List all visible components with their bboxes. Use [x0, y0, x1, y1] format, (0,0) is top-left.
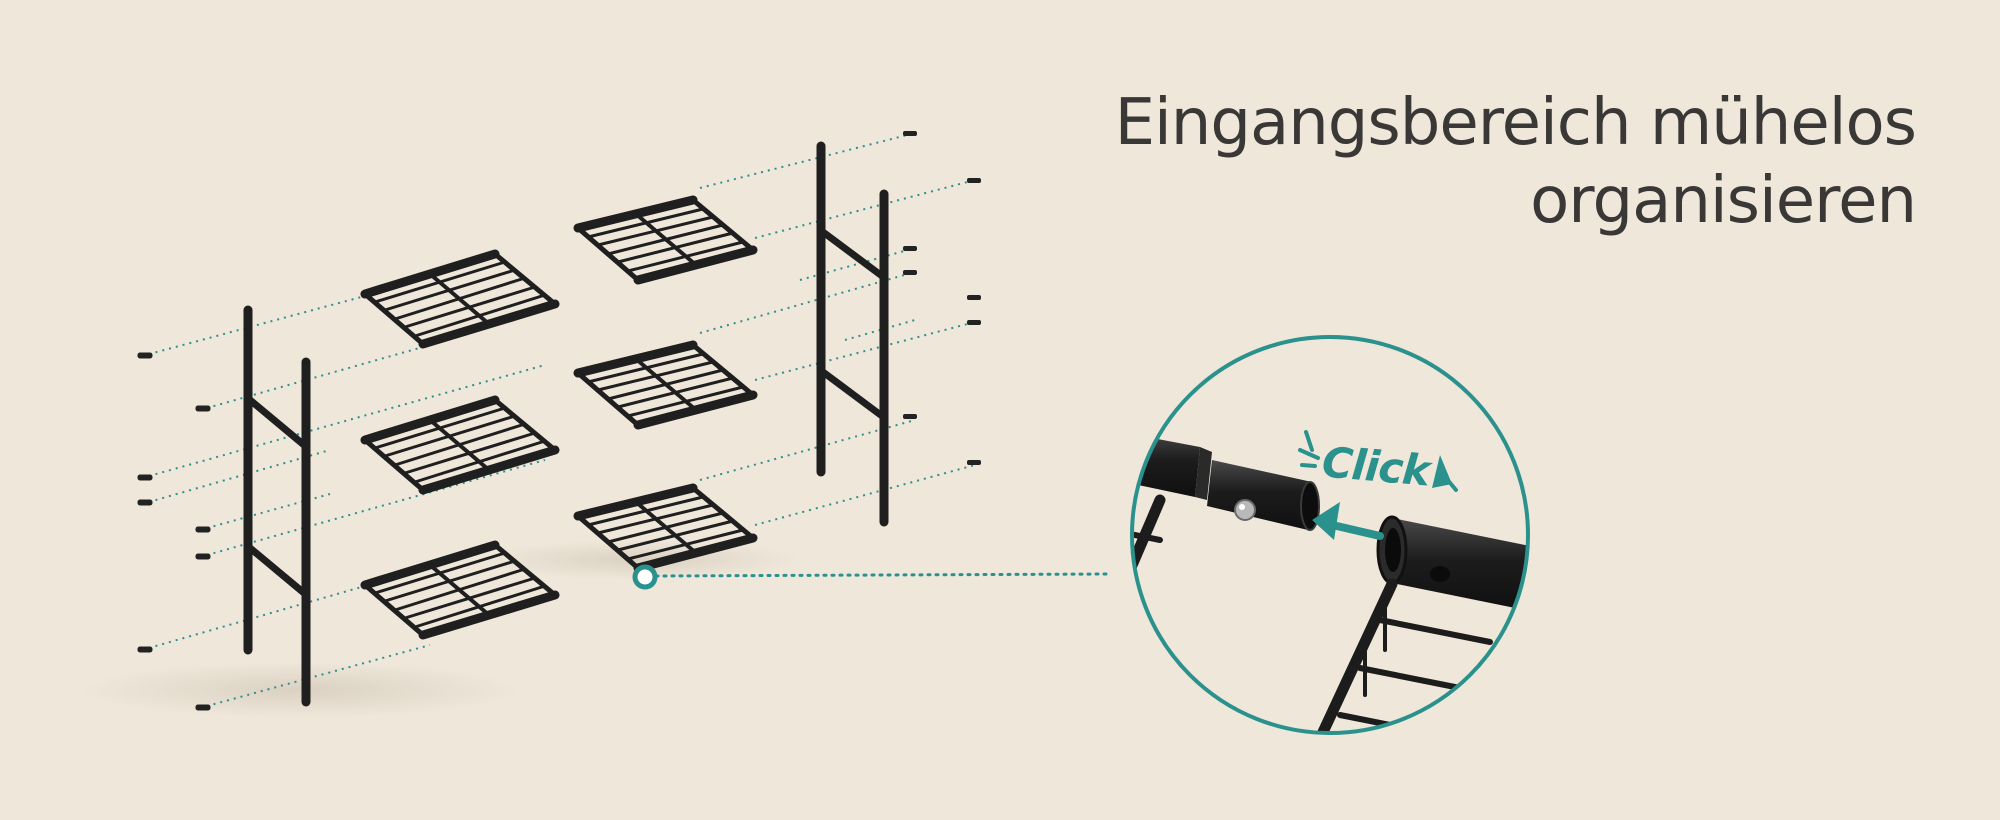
right-side-frame: [816, 141, 889, 527]
click-burst-icon: [1298, 430, 1458, 492]
headline-line-1: Eingangsbereich mühelos: [1114, 86, 1917, 160]
headline-line-2: organisieren: [1530, 164, 1917, 238]
screws-left: [137, 352, 211, 711]
shelf-right-bottom: [573, 483, 758, 573]
guide-lines: [141, 132, 976, 709]
click-label: Click: [1320, 437, 1432, 496]
zoom-detail-circle: [1130, 335, 1530, 735]
shelf-left-bottom: [360, 540, 560, 640]
left-side-frame: [243, 305, 311, 707]
page-headline: Eingangsbereich mühelos organisieren: [1016, 84, 1917, 240]
arrow-left-icon: [1312, 502, 1384, 540]
detail-callout-pointer: [632, 564, 1110, 590]
shelf-right-middle: [573, 340, 758, 430]
shelf-right-top: [573, 195, 758, 285]
shelf-left-middle: [360, 395, 560, 495]
screws-right: [903, 131, 981, 465]
shelf-left-top: [360, 249, 560, 349]
